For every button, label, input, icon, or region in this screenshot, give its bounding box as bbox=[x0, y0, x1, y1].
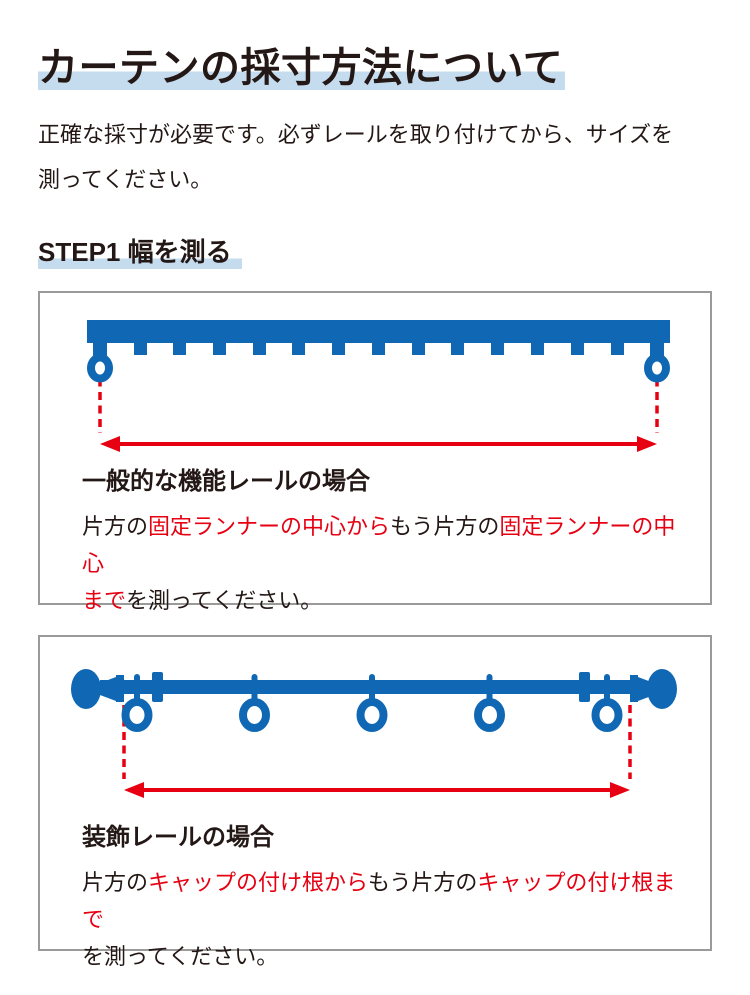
curtain-ring bbox=[121, 698, 153, 732]
curtain-ring bbox=[591, 698, 623, 732]
step1-heading-text: STEP1 幅を測る bbox=[38, 232, 242, 269]
fixed-runner-ring-right bbox=[644, 353, 670, 383]
curtain-ring bbox=[474, 698, 505, 732]
functional-rail-diagram bbox=[87, 320, 670, 452]
body-segment: 片方の bbox=[82, 869, 149, 895]
body-segment: もう片方の bbox=[368, 869, 478, 895]
panel-1-text: 一般的な機能レールの場合 片方の固定ランナーの中心からもう片方の固定ランナーの中… bbox=[40, 468, 710, 619]
cap-left-icon bbox=[71, 669, 124, 709]
decorative-rail-icon bbox=[71, 669, 677, 732]
panel-1-heading: 一般的な機能レールの場合 bbox=[82, 468, 370, 495]
page-title: カーテンの採寸方法について bbox=[38, 44, 712, 92]
curtain-ring bbox=[356, 698, 388, 732]
fixed-runner-ring-left bbox=[87, 353, 113, 383]
curtain-ring bbox=[239, 698, 270, 732]
page-title-text: カーテンの採寸方法について bbox=[38, 46, 566, 90]
body-segment-red: キャップの付け根まで bbox=[82, 869, 676, 932]
panel-2-text: 装飾レールの場合 片方のキャップの付け根からもう片方のキャップの付け根まで を測… bbox=[40, 824, 710, 975]
step1-heading: STEP1 幅を測る bbox=[38, 232, 242, 269]
body-segment-red: キャップの付け根から bbox=[148, 869, 369, 895]
functional-rail-icon bbox=[87, 320, 670, 383]
measurement-arrow bbox=[100, 436, 657, 452]
measurement-arrow bbox=[124, 782, 630, 798]
bracket-left-icon bbox=[152, 672, 163, 702]
cap-right-icon bbox=[630, 669, 677, 709]
panel-2-body: 片方のキャップの付け根からもう片方のキャップの付け根まで を測ってください。 bbox=[82, 864, 690, 975]
panel-2-heading: 装飾レールの場合 bbox=[82, 824, 274, 851]
body-segment: もう片方の bbox=[390, 513, 500, 539]
panel-decorative-rail: 装飾レールの場合 片方のキャップの付け根からもう片方のキャップの付け根まで を測… bbox=[38, 635, 712, 969]
body-segment: を測ってください。 bbox=[82, 943, 279, 969]
panel-1-body: 片方の固定ランナーの中心からもう片方の固定ランナーの中心 までを測ってください。 bbox=[82, 508, 690, 619]
panel-functional-rail: 一般的な機能レールの場合 片方の固定ランナーの中心からもう片方の固定ランナーの中… bbox=[38, 291, 712, 613]
intro-text: 正確な採寸が必要です。必ずレールを取り付けてから、サイズを 測ってください。 bbox=[38, 122, 674, 192]
body-segment: 片方の bbox=[82, 513, 149, 539]
decorative-rail-diagram bbox=[71, 669, 677, 798]
body-segment: を測ってください。 bbox=[126, 587, 323, 613]
bracket-right-icon bbox=[579, 672, 590, 702]
body-segment-red: 固定ランナーの中心 まで bbox=[82, 513, 676, 613]
body-segment-red: 固定ランナーの中心から bbox=[148, 513, 391, 539]
